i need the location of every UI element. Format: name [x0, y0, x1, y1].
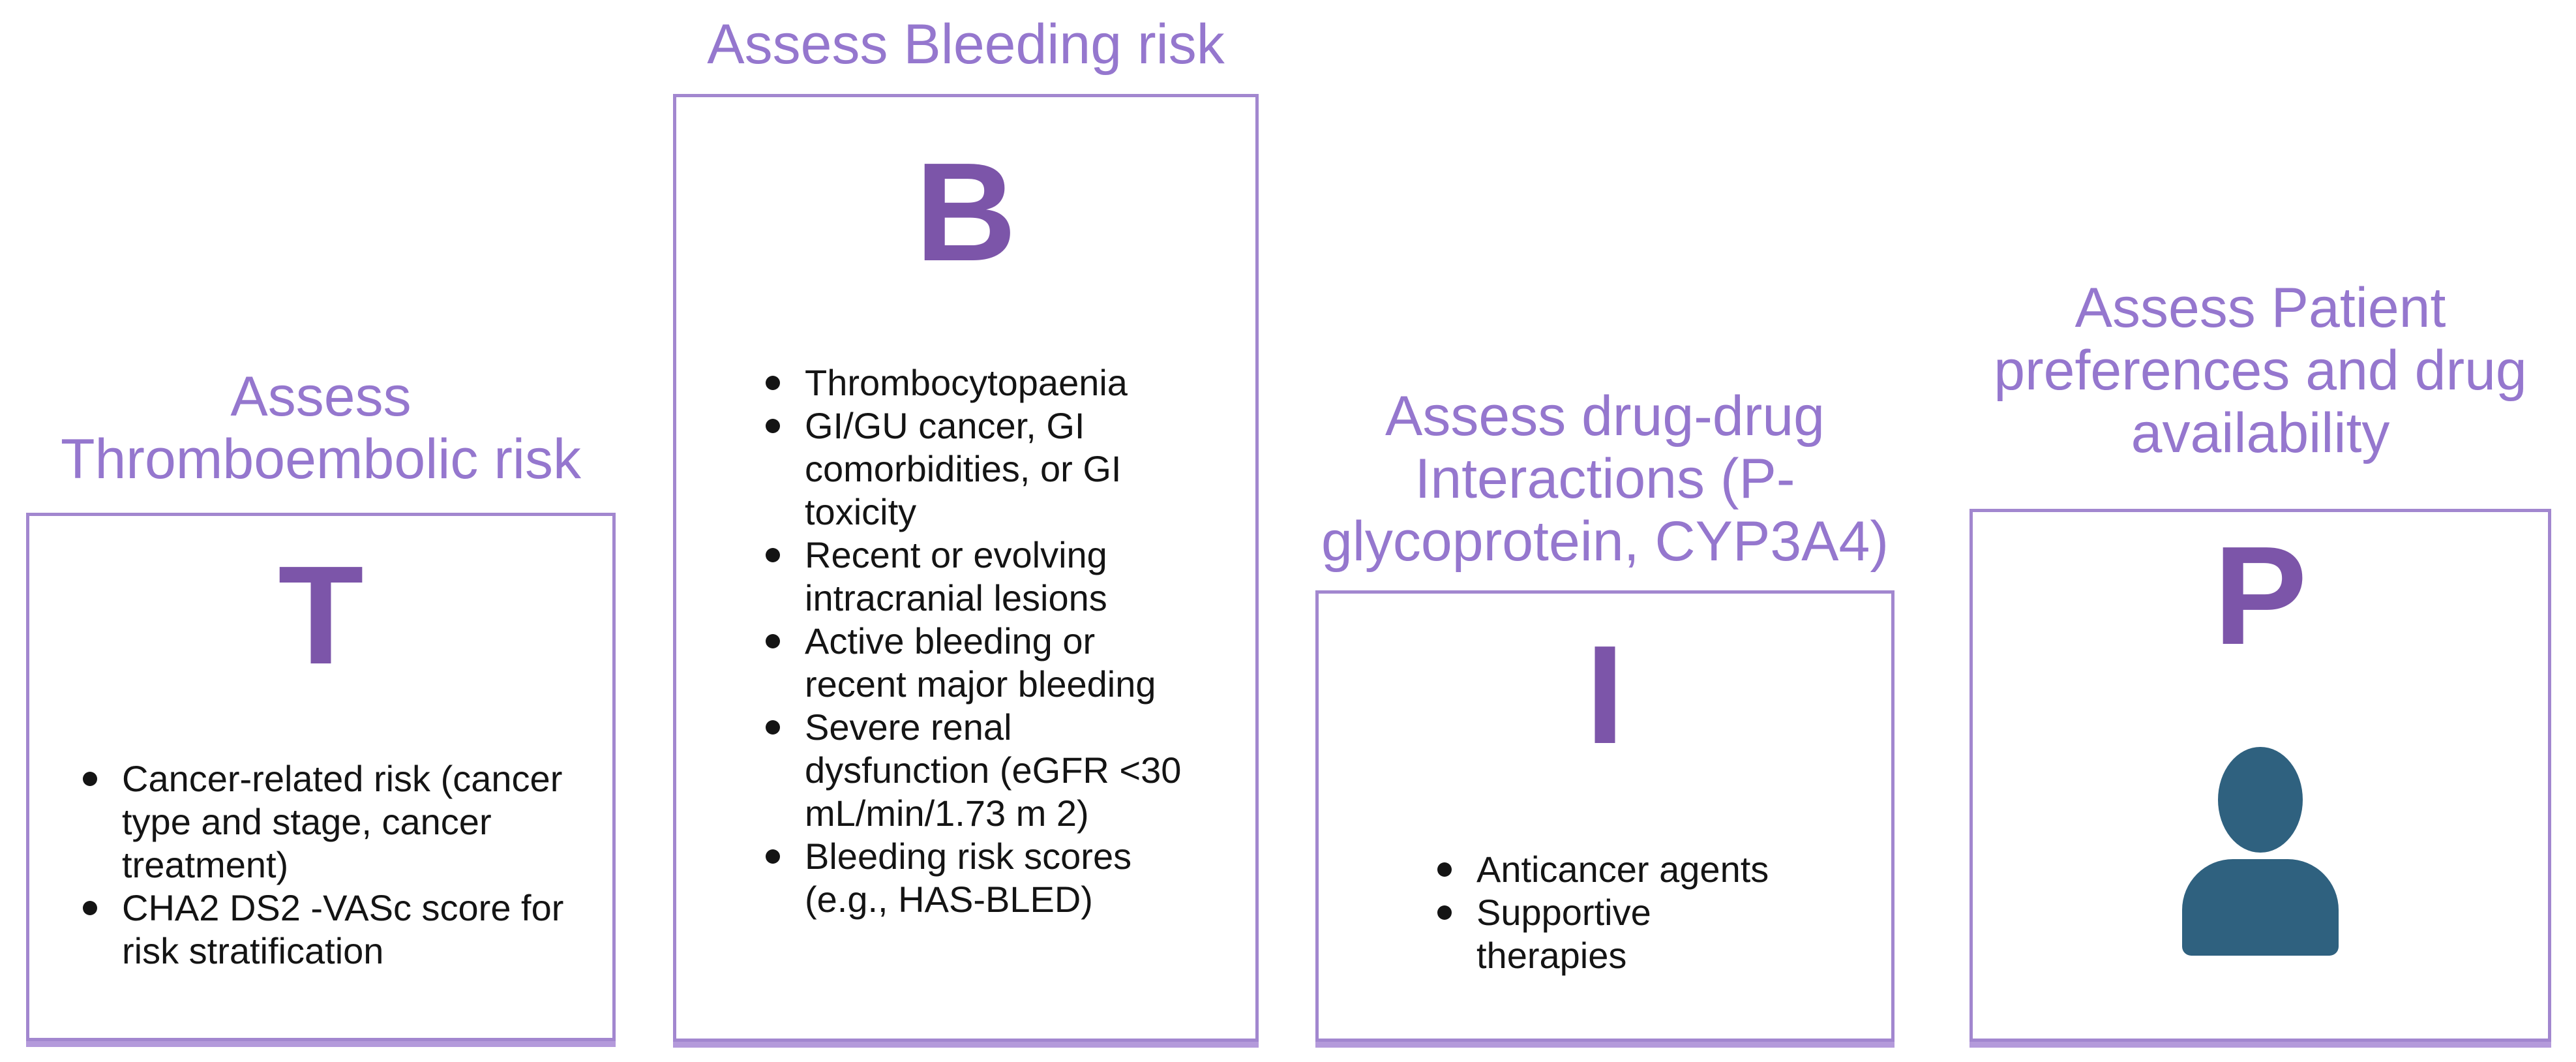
bullet-item: Supportive therapies	[1423, 891, 1827, 977]
bullet-item: CHA2 DS2 -VASc score for risk stratifica…	[68, 887, 584, 973]
panel-bleeding: B Thrombocytopaenia GI/GU cancer, GI com…	[673, 94, 1259, 1042]
panel-letter-i: I	[1585, 616, 1625, 773]
person-icon	[2182, 747, 2339, 956]
panel-interactions: I Anticancer agents Supportive therapies	[1315, 590, 1895, 1042]
bullet-item: Active bleeding or recent major bleeding	[751, 620, 1182, 706]
panel-title-interactions: Assess drug-drug Interactions (P- glycop…	[1321, 385, 1889, 573]
bullet-item: Severe renal dysfunction (eGFR <30 mL/mi…	[751, 706, 1182, 835]
bullet-item: GI/GU cancer, GI comorbidities, or GI to…	[751, 404, 1182, 534]
bullet-item: Thrombocytopaenia	[751, 361, 1182, 404]
bullet-item: Anticancer agents	[1423, 848, 1827, 891]
panel-letter-p: P	[2213, 517, 2307, 674]
panel-letter-b: B	[915, 133, 1017, 290]
bullet-item: Bleeding risk scores (e.g., HAS-BLED)	[751, 835, 1182, 921]
person-head	[2218, 747, 2303, 853]
panel-title-thromboembolic: Assess Thromboembolic risk	[60, 365, 582, 491]
panel-title-patient: Assess Patient preferences and drug avai…	[1994, 277, 2527, 464]
panel-thromboembolic: T Cancer-related risk (cancer type and s…	[26, 513, 616, 1041]
thromboembolic-bullet-list: Cancer-related risk (cancer type and sta…	[68, 757, 584, 973]
panel-letter-t: T	[278, 536, 364, 693]
panel-title-bleeding: Assess Bleeding risk	[707, 13, 1225, 76]
person-body	[2182, 859, 2339, 956]
bullet-item: Recent or evolving intracranial lesions	[751, 534, 1182, 620]
bullet-item: Cancer-related risk (cancer type and sta…	[68, 757, 584, 887]
panel-patient: P	[1969, 509, 2551, 1042]
interactions-bullet-list: Anticancer agents Supportive therapies	[1423, 848, 1827, 977]
bleeding-bullet-list: Thrombocytopaenia GI/GU cancer, GI comor…	[751, 361, 1182, 921]
